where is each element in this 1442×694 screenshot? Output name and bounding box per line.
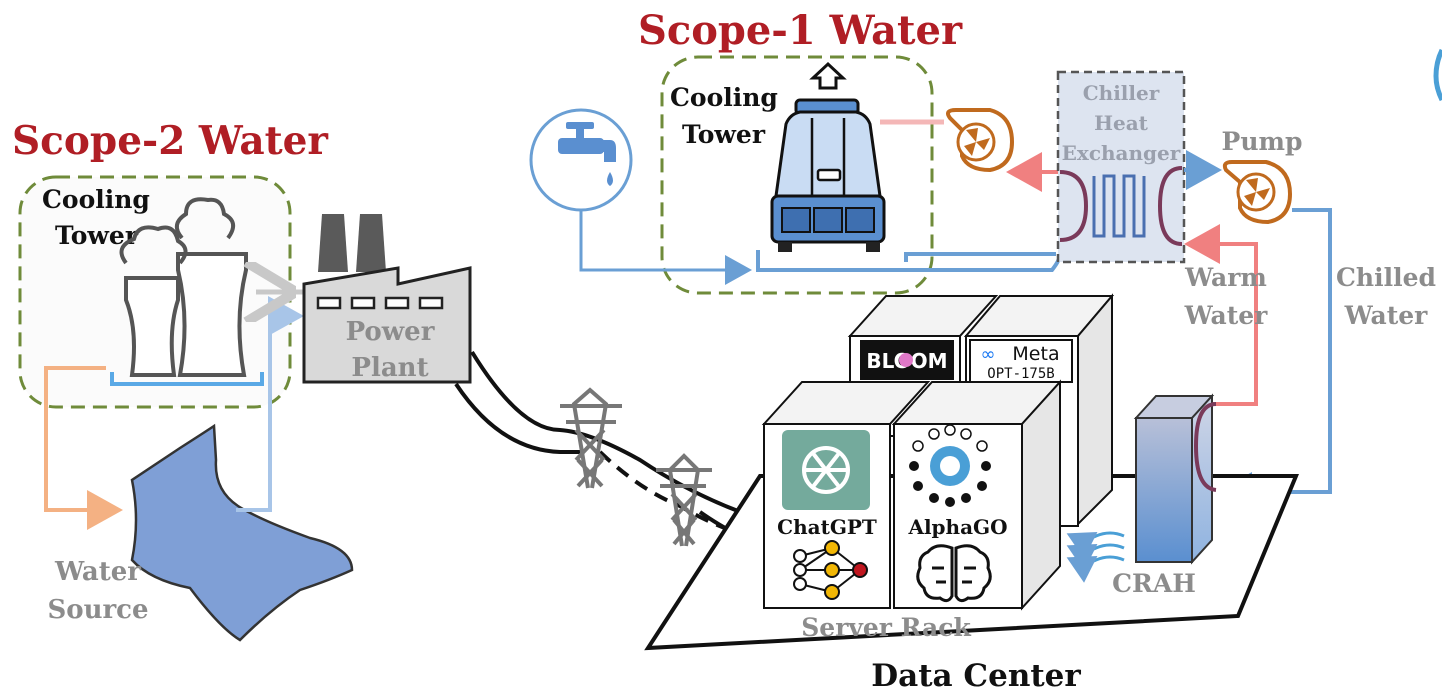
alphago-logo-icon [909,424,991,507]
chilled-water-label-2: Water [1344,301,1429,330]
pump-label: Pump [1222,127,1303,156]
chilled-water-pipe [1216,208,1332,512]
opt-text: OPT-175B [987,366,1054,382]
water-source-label-2: Source [47,595,148,625]
transmission-tower-icon-2 [656,453,712,547]
power-cooling-tower-icon [119,197,248,377]
scope1-title: Scope-1 Water [638,7,963,54]
cooling-tower-2-label-1: Cooling [42,185,150,214]
faucet-icon [558,122,616,186]
power-plant-label-2: Plant [351,353,428,383]
neural-network-icon [793,540,868,600]
crah-label: CRAH [1112,569,1196,598]
bloom-flower-icon [899,353,913,367]
chiller-left-coil [1059,170,1089,242]
alphago-label: AlphaGO [907,515,1007,539]
cooling-tower-1-label-2: Tower [682,120,766,149]
chilled-water-label-1: Chilled [1336,263,1436,292]
meta-text: Meta [1012,343,1059,365]
partial-circle-edge [1433,48,1442,102]
air-flow-icon [1066,531,1125,583]
faucet-pipe [579,210,752,285]
chiller-serpentine [1092,174,1146,238]
scope2-water-basin [110,372,264,386]
chiller-right-coil [1157,166,1183,246]
brain-icon [916,544,992,603]
meta-infinity-icon: ∞ [981,344,996,365]
warm-water-pipe [1184,224,1258,406]
power-plant-icon [302,214,472,384]
power-lines [454,350,765,544]
chiller-label-1: Chiller [1083,81,1160,105]
orange-pipe-to-lake [44,366,123,530]
chatgpt-label: ChatGPT [777,515,877,539]
return-blue-pipe [904,252,1056,262]
cooling-tower-1-label-1: Cooling [670,83,778,112]
crah-coil [1193,402,1217,492]
server-rack-label: Server Rack [801,613,971,642]
water-source-label-1: Water [54,557,141,587]
cooling-tower-unit-icon [770,61,886,252]
chiller-label-3: Exchanger [1062,141,1181,165]
openai-knot-icon [802,446,850,494]
scope2-title: Scope-2 Water [12,118,328,164]
warm-water-label-1: Warm [1184,263,1267,292]
data-center-label: Data Center [871,658,1081,694]
fan-icon-pump [1222,160,1293,225]
water-source-lake [130,423,354,642]
fan-icon-1 [946,108,1015,173]
transmission-tower-icon-1 [560,387,622,489]
power-plant-label-1: Power [346,317,435,347]
warm-water-label-2: Water [1184,301,1269,330]
chiller-label-2: Heat [1094,111,1149,135]
